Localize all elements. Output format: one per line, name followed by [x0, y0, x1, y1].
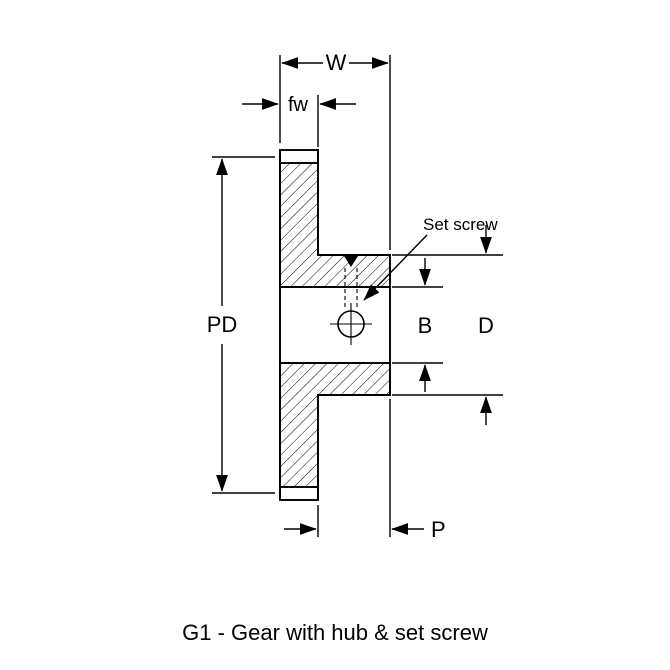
set-screw-leader-line [363, 234, 428, 301]
pd-label: PD [207, 312, 238, 337]
dimension-b: B [392, 258, 443, 392]
d-label: D [478, 313, 494, 338]
p-label: P [431, 517, 446, 542]
dimension-w: W [279, 50, 391, 250]
figure-caption: G1 - Gear with hub & set screw [182, 620, 488, 645]
dimension-fw: fw [242, 94, 356, 147]
set-screw-label: Set screw [423, 215, 498, 234]
tooth-band-bottom [279, 486, 319, 501]
fw-label: fw [288, 94, 309, 116]
w-label: W [326, 50, 347, 75]
gear-upper-section [279, 162, 391, 288]
tooth-band-top [279, 149, 319, 164]
dimension-d: D [392, 225, 503, 425]
b-label: B [418, 313, 433, 338]
gear-cross-section [279, 149, 391, 501]
dimension-p: P [284, 399, 446, 542]
set-screw-callout: Set screw [363, 215, 498, 301]
gear-lower-section [279, 362, 391, 488]
set-screw-countersink [344, 256, 358, 267]
set-screw-circle [330, 303, 372, 345]
set-screw-hole [344, 256, 358, 308]
dimension-pd: PD [207, 156, 275, 494]
